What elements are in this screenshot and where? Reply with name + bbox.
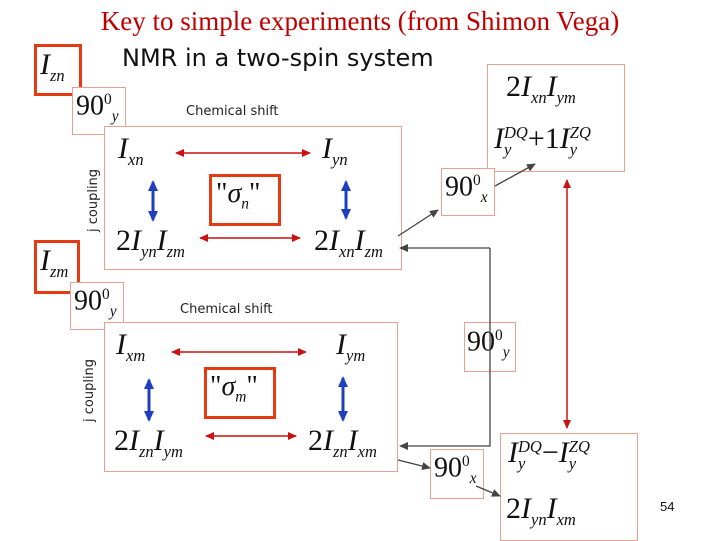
pulse-90y-top: 900y	[76, 90, 119, 125]
pulse-90x-bottom: 900x	[434, 452, 477, 487]
page-title: Key to simple experiments (from Shimon V…	[100, 6, 620, 36]
flow-arrow-to-90x-bottom	[397, 459, 431, 470]
result-2ixn-iym: 2IxnIym	[506, 70, 576, 107]
flow-connector-right	[399, 248, 491, 450]
term-iyn: Iyn	[322, 132, 348, 169]
sigma-n: "σn"	[216, 178, 261, 213]
start-state-izn: Izn	[40, 48, 65, 85]
sigma-n-box	[209, 174, 281, 226]
pulse-90x-top: 900x	[445, 171, 488, 206]
pulse-90y-bottom: 900y	[74, 285, 117, 320]
result-2iyn-ixm: 2IynIxm	[506, 492, 576, 529]
top-result-box	[487, 64, 625, 172]
term-2iyn-izm: 2IynIzm	[116, 224, 185, 261]
diagram-subtitle: NMR in a two-spin system	[122, 44, 434, 72]
term-ixm: Ixm	[116, 328, 146, 365]
sigma-m-box	[204, 367, 276, 419]
term-iym: Iym	[336, 328, 366, 365]
slide-number: 54	[660, 499, 675, 514]
start-state-izm: Izm	[40, 244, 69, 281]
chemical-shift-label-top: Chemical shift	[186, 104, 279, 119]
term-2izn-ixm: 2IznIxm	[308, 424, 377, 461]
flow-arrow-to-bottom-result	[475, 485, 501, 497]
flow-arrow-to-top-result	[494, 163, 536, 187]
term-2ixn-izm: 2IxnIzm	[314, 224, 383, 261]
pulse-x-top-box	[441, 168, 495, 216]
sigma-m: "σm"	[210, 371, 258, 406]
pulse-x-bottom-box	[430, 449, 484, 499]
chemical-shift-label-bottom: Chemical shift	[180, 302, 273, 317]
term-2izn-iym: 2IznIym	[114, 424, 183, 461]
flow-arrow-to-90x-top	[397, 209, 439, 237]
term-ixn: Ixn	[118, 132, 144, 169]
